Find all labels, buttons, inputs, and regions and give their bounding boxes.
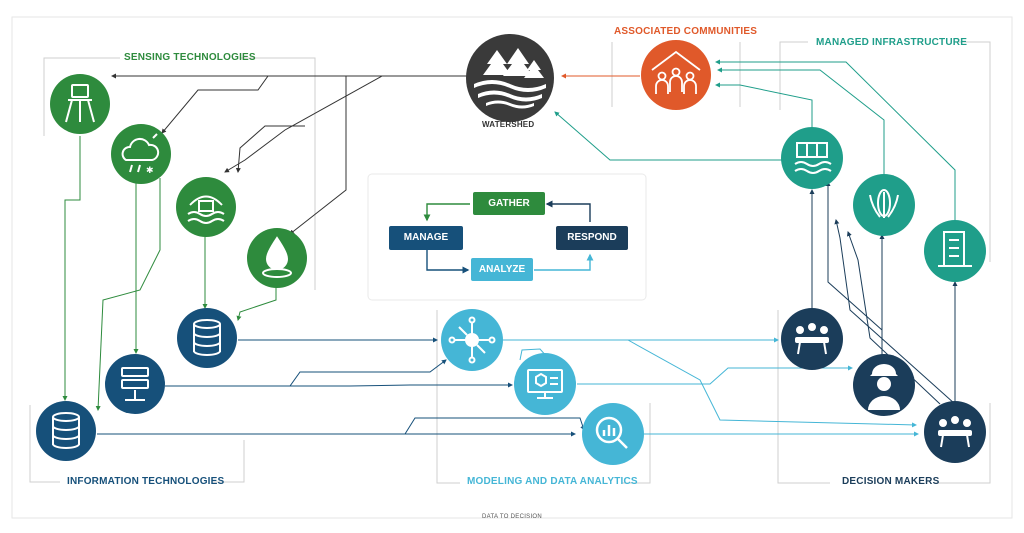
analytics-magnifier-icon xyxy=(595,416,628,449)
modeling-analytics-label: MODELING AND DATA ANALYTICS xyxy=(467,476,638,487)
meeting-node-top[interactable] xyxy=(781,308,843,370)
meeting-node-bottom[interactable] xyxy=(924,401,986,463)
managed-to-community-lines xyxy=(554,59,956,224)
associated-communities-label: ASSOCIATED COMMUNITIES xyxy=(614,26,758,37)
community-icon xyxy=(651,50,701,94)
database-icon xyxy=(193,319,221,356)
modeling-bracket xyxy=(436,310,651,484)
watershed-label: WATERSHED xyxy=(482,120,535,129)
watershed-to-sensing-lines xyxy=(111,73,468,235)
engineer-node[interactable] xyxy=(853,354,915,416)
decision-makers-label: DECISION MAKERS xyxy=(842,476,940,487)
analyze-box-bg xyxy=(471,258,533,281)
weather-node[interactable]: ✱ xyxy=(111,124,171,184)
process-panel xyxy=(367,173,647,301)
water-drop-icon xyxy=(262,236,292,278)
analyze-label: ANALYZE xyxy=(478,264,526,275)
respond-box-bg xyxy=(556,226,628,250)
gather-box-bg xyxy=(473,192,545,215)
meeting-icon xyxy=(795,323,829,355)
crops-node[interactable] xyxy=(853,174,915,236)
meeting-icon xyxy=(938,416,972,448)
respond-label: RESPOND xyxy=(567,232,617,243)
engineer-icon xyxy=(868,364,900,410)
watershed-trees-icon xyxy=(474,48,546,109)
modeling-to-decision-lines xyxy=(502,337,919,437)
dam-icon xyxy=(794,142,832,174)
database-icon xyxy=(52,412,80,449)
server-node[interactable] xyxy=(105,354,165,414)
monitor-cube-node[interactable] xyxy=(514,353,576,415)
survey-tower-node[interactable] xyxy=(50,74,110,134)
server-icon xyxy=(121,367,149,401)
dam-sensor-node[interactable] xyxy=(176,177,236,237)
building-icon xyxy=(938,231,972,267)
network-hub-icon xyxy=(448,316,496,364)
svg-text:✱: ✱ xyxy=(146,165,154,175)
process-cycle-arrows xyxy=(423,200,594,274)
survey-tower-icon xyxy=(65,84,95,123)
manage-label: MANAGE xyxy=(403,232,449,243)
community-node[interactable] xyxy=(641,40,711,110)
building-node[interactable] xyxy=(924,220,986,282)
outer-frame xyxy=(11,16,1013,519)
database-node-top[interactable] xyxy=(177,308,237,368)
sensing-to-info-lines xyxy=(62,136,277,411)
associated-bracket xyxy=(611,42,741,107)
information-bracket xyxy=(29,405,245,483)
crops-icon xyxy=(869,189,899,218)
analytics-node[interactable] xyxy=(582,403,644,465)
database-node-bottom[interactable] xyxy=(36,401,96,461)
info-to-modeling-lines xyxy=(97,337,586,437)
network-hub-node[interactable] xyxy=(441,309,503,371)
gather-label: GATHER xyxy=(488,198,530,209)
watershed-node[interactable] xyxy=(466,34,554,122)
managed-dam-node[interactable] xyxy=(781,127,843,189)
footer-caption: DATA TO DECISION xyxy=(482,514,543,520)
information-technologies-label: INFORMATION TECHNOLOGIES xyxy=(67,476,225,487)
managed-infrastructure-label: MANAGED INFRASTRUCTURE xyxy=(816,37,968,48)
sensing-technologies-label: SENSING TECHNOLOGIES xyxy=(124,52,256,63)
water-drop-node[interactable] xyxy=(247,228,307,288)
sensing-bracket xyxy=(43,57,316,290)
weather-cloud-icon: ✱ xyxy=(121,133,160,175)
dam-icon xyxy=(187,195,225,224)
manage-box-bg xyxy=(389,226,463,250)
managed-bracket xyxy=(779,41,991,262)
monitor-cube-icon xyxy=(527,369,563,399)
